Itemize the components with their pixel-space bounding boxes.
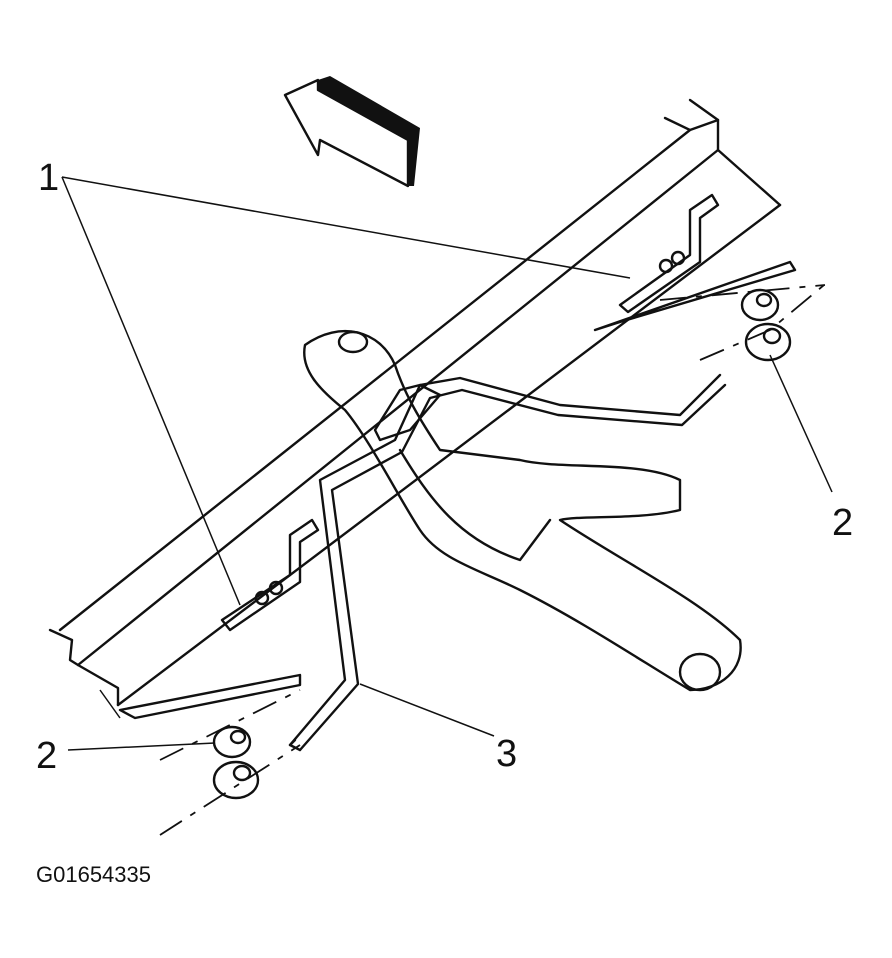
exhaust-pipe bbox=[303, 330, 742, 692]
nut-left-upper bbox=[212, 725, 252, 759]
insulator-flap-lower bbox=[118, 673, 302, 720]
callout-2-right: 2 bbox=[832, 502, 853, 544]
hanger-bracket bbox=[288, 373, 727, 752]
direction-arrow-icon bbox=[283, 76, 420, 188]
figure-code: G01654335 bbox=[36, 862, 151, 887]
hanger-bolt-lower bbox=[220, 518, 320, 632]
callout-1: 1 bbox=[38, 157, 59, 199]
leader-lines bbox=[61, 176, 833, 751]
nut-right-upper bbox=[740, 288, 780, 322]
hanger-bolt-upper bbox=[618, 193, 720, 314]
insulator-flap-upper bbox=[593, 260, 797, 332]
frame-crossmember bbox=[48, 98, 782, 719]
nut-right-lower bbox=[744, 322, 792, 362]
callout-3: 3 bbox=[496, 733, 517, 775]
callout-2-left: 2 bbox=[36, 735, 57, 777]
nut-left-lower bbox=[212, 760, 260, 800]
